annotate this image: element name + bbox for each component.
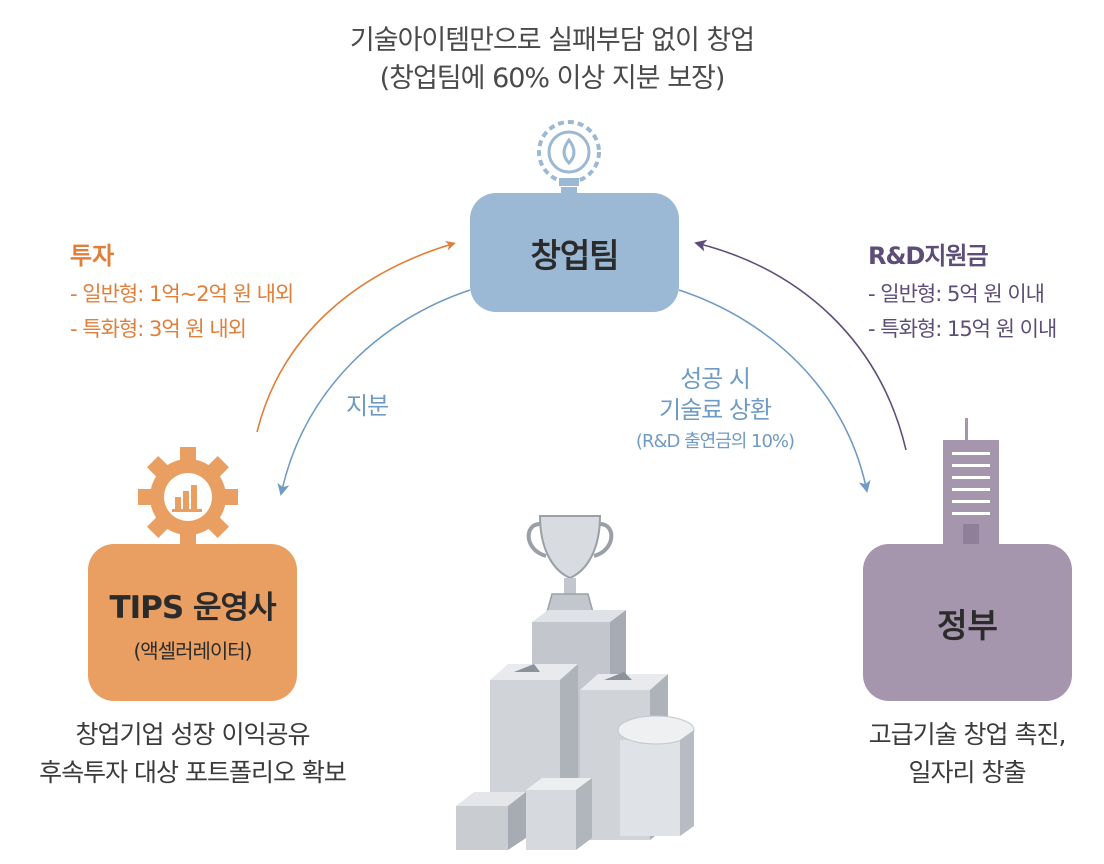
tips-description: 창업기업 성장 이익공유 후속투자 대상 포트폴리오 확보 bbox=[0, 716, 385, 792]
top-note-line1: 기술아이템만으로 실패부담 없이 창업 bbox=[349, 25, 755, 56]
government-description-line: 일자리 창출 bbox=[908, 758, 1027, 787]
building-icon bbox=[943, 418, 999, 544]
investment-heading: 투자 bbox=[70, 242, 115, 270]
rnd-grant-label: R&D지원금 - 일반형: 5억 원 이내 - 특화형: 15억 원 이내 bbox=[868, 236, 1098, 347]
royalty-line1: 성공 시 bbox=[680, 365, 751, 393]
government-title: 정부 bbox=[937, 605, 998, 645]
government-description-line: 고급기술 창업 촉진, bbox=[868, 720, 1067, 749]
startup-team-title: 창업팀 bbox=[530, 235, 619, 275]
government-box: 정부 bbox=[863, 544, 1072, 701]
equity-arrow bbox=[277, 289, 471, 496]
tips-operator-subtitle: (액셀러레이터) bbox=[133, 638, 252, 663]
startup-team-box: 창업팀 bbox=[470, 193, 679, 312]
trophy-podium-icon: 1 bbox=[456, 515, 695, 850]
investment-line: - 특화형: 3억 원 내외 bbox=[70, 317, 247, 341]
investment-line: - 일반형: 1억~2억 원 내외 bbox=[70, 282, 294, 306]
lightbulb-icon bbox=[537, 120, 601, 193]
royalty-line3: (R&D 출연금의 10%) bbox=[635, 431, 795, 452]
tips-description-line: 창업기업 성장 이익공유 bbox=[75, 720, 311, 749]
investment-label: 투자 - 일반형: 1억~2억 원 내외 - 특화형: 3억 원 내외 bbox=[70, 236, 370, 347]
top-note: 기술아이템만으로 실패부담 없이 창업 (창업팀에 60% 이상 지분 보장) bbox=[252, 22, 852, 98]
government-description: 고급기술 창업 촉진, 일자리 창출 bbox=[830, 716, 1104, 792]
royalty-label: 성공 시 기술료 상환 (R&D 출연금의 10%) bbox=[600, 364, 830, 458]
tips-operator-box: TIPS 운영사 (액셀러레이터) bbox=[88, 544, 297, 701]
equity-label: 지분 bbox=[346, 392, 389, 420]
tips-description-line: 후속투자 대상 포트폴리오 확보 bbox=[39, 758, 347, 787]
royalty-arrow bbox=[678, 289, 871, 493]
investment-arrow bbox=[256, 240, 456, 433]
rnd-grant-line: - 일반형: 5억 원 이내 bbox=[868, 282, 1045, 306]
rnd-grant-line: - 특화형: 15억 원 이내 bbox=[868, 317, 1057, 341]
royalty-line2: 기술료 상환 bbox=[658, 396, 772, 424]
rnd-grant-heading: R&D지원금 bbox=[868, 242, 989, 270]
gear-chart-icon bbox=[138, 447, 238, 547]
top-note-line2: (창업팀에 60% 이상 지분 보장) bbox=[379, 63, 726, 94]
tips-operator-title: TIPS 운영사 bbox=[109, 589, 276, 626]
rnd-arrow bbox=[694, 239, 907, 451]
